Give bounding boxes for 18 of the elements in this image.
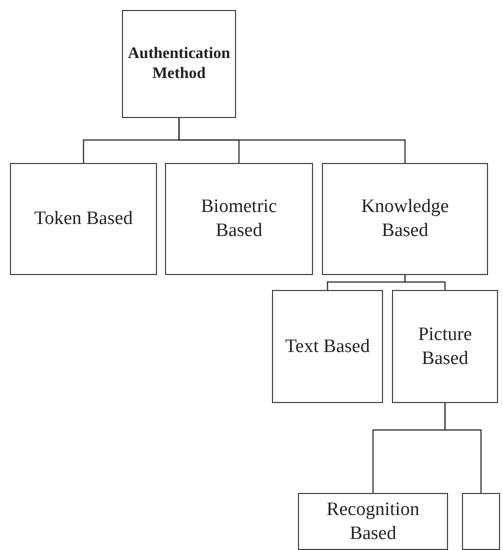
box-label: Knowledge Based xyxy=(360,195,450,243)
empty-box xyxy=(462,493,500,550)
connector-line xyxy=(444,403,482,493)
process-box xyxy=(322,163,488,275)
box-label: Authentication Method xyxy=(127,44,231,84)
box-label: Text Based xyxy=(285,334,370,358)
box-label: Token Based xyxy=(34,207,133,231)
box-label: Recognition Based xyxy=(326,498,420,546)
process-box xyxy=(272,290,383,403)
connector-line xyxy=(178,118,406,163)
box-label: Biometric Based xyxy=(200,195,278,243)
process-box xyxy=(392,290,498,403)
connector-line xyxy=(404,275,446,290)
process-box xyxy=(122,10,236,118)
process-box xyxy=(298,493,448,550)
process-box xyxy=(165,163,313,275)
box-label: Picture Based xyxy=(417,322,473,370)
process-box xyxy=(10,163,157,275)
